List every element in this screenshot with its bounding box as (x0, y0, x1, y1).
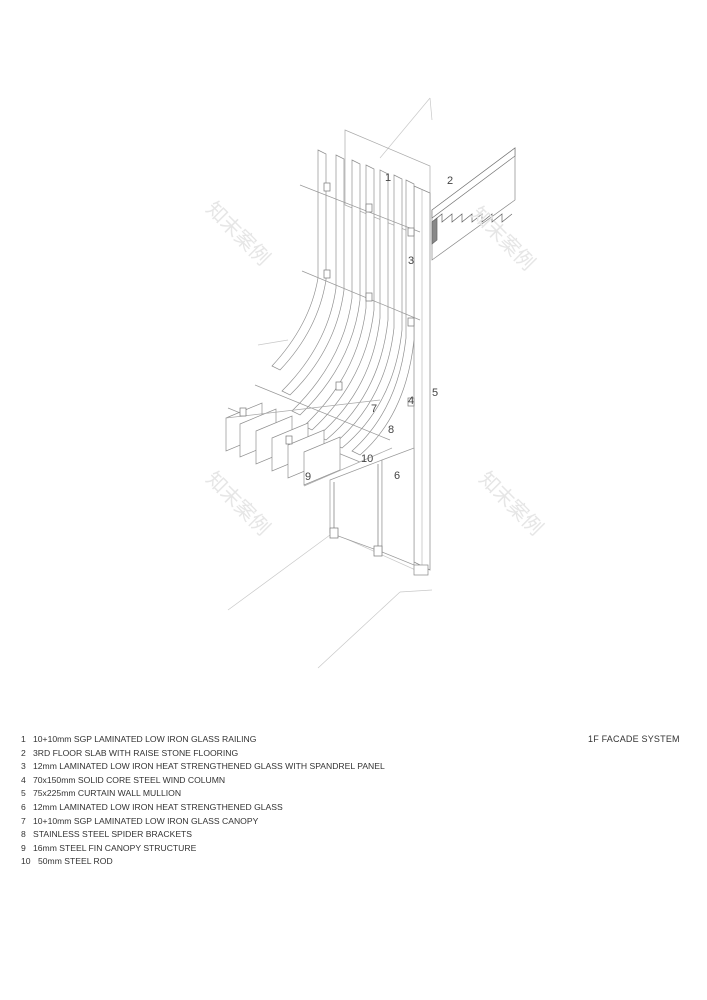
watermark: 知末案例 (466, 202, 540, 276)
callout-4: 4 (408, 395, 414, 407)
callout-10: 10 (361, 453, 373, 465)
callout-5: 5 (432, 387, 438, 399)
callout-3: 3 (408, 255, 414, 267)
callout-7: 7 (371, 403, 377, 415)
callout-8: 8 (388, 424, 394, 436)
watermark: 知末案例 (201, 197, 275, 271)
callout-2: 2 (447, 175, 453, 187)
watermark: 知末案例 (474, 467, 548, 541)
watermark: 知末案例 (201, 467, 275, 541)
facade-axonometric-drawing: 1 2 3 4 5 6 7 8 9 10 知末案例 知末案例 知末案例 知末案例 (201, 97, 548, 669)
drawing-title: 1F FACADE SYSTEM (588, 734, 680, 744)
callout-9: 9 (305, 471, 311, 483)
callout-1: 1 (385, 172, 391, 184)
callout-6: 6 (394, 470, 400, 482)
